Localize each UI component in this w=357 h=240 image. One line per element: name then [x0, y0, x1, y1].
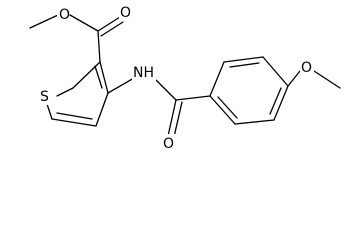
- bond-methoxy-oxygen-methyl: [313, 70, 341, 89]
- bond-benzene-inner-1: [229, 62, 260, 68]
- bond-thiophene-c5-c4: [51, 118, 97, 127]
- bond-carbonyl-thiophene: [97, 30, 101, 63]
- bond-thiophene-c3-c2-inner: [94, 65, 103, 89]
- methoxy-oxygen-label: O: [301, 60, 312, 76]
- bond-benzene-3: [262, 56, 289, 87]
- amide-nh-label: NH: [133, 65, 154, 81]
- bond-thiophene-c3-c2: [99, 61, 109, 94]
- bond-benzene-5: [234, 119, 275, 125]
- bond-amide-carbonyl-double-a: [167, 99, 177, 137]
- bond-benzene-4: [273, 85, 289, 121]
- ester-oxygen-label: O: [59, 7, 70, 23]
- thiophene-sulfur-label: S: [40, 89, 49, 105]
- label-bg: [119, 4, 132, 20]
- bond-thiophene-s-c5: [46, 103, 53, 120]
- chemical-structure: O O S NH O O: [29, 4, 341, 152]
- bond-thiophene-c2-s: [72, 61, 101, 89]
- label-bg: [132, 64, 156, 81]
- ester-carbonyl-oxygen-label: O: [120, 5, 131, 21]
- bond-thiophene-s-c2: [56, 87, 74, 97]
- amide-oxygen-label: O: [163, 136, 174, 152]
- bond-benzene-inner-2: [269, 87, 282, 115]
- bond-benzene-methoxy-oxygen: [287, 70, 301, 87]
- bond-benzene-inner-3: [217, 96, 238, 119]
- bond-ester-carbonyl-double-b: [100, 21, 124, 37]
- bond-ester-carbonyl-double-a: [97, 16, 121, 32]
- bond-benzene-6: [209, 95, 236, 125]
- bond-amide-benzene: [175, 95, 211, 101]
- bond-thiophene-nh: [107, 77, 135, 94]
- label-bg: [300, 59, 314, 76]
- label-bg: [162, 134, 176, 151]
- bond-amide-carbonyl-double-b: [173, 101, 183, 138]
- bond-nh-amide-carbon: [155, 79, 177, 101]
- label-bg: [38, 88, 52, 105]
- bond-ester-oxygen-carbonyl: [69, 14, 99, 32]
- bond-thiophene-c5-c4-inner: [56, 112, 93, 120]
- bond-benzene-1: [209, 61, 225, 97]
- bond-benzene-2: [223, 56, 264, 63]
- bond-thiophene-c4-c3: [95, 92, 109, 127]
- bond-methyl-ester-oxygen: [29, 14, 59, 29]
- label-bg: [57, 6, 69, 22]
